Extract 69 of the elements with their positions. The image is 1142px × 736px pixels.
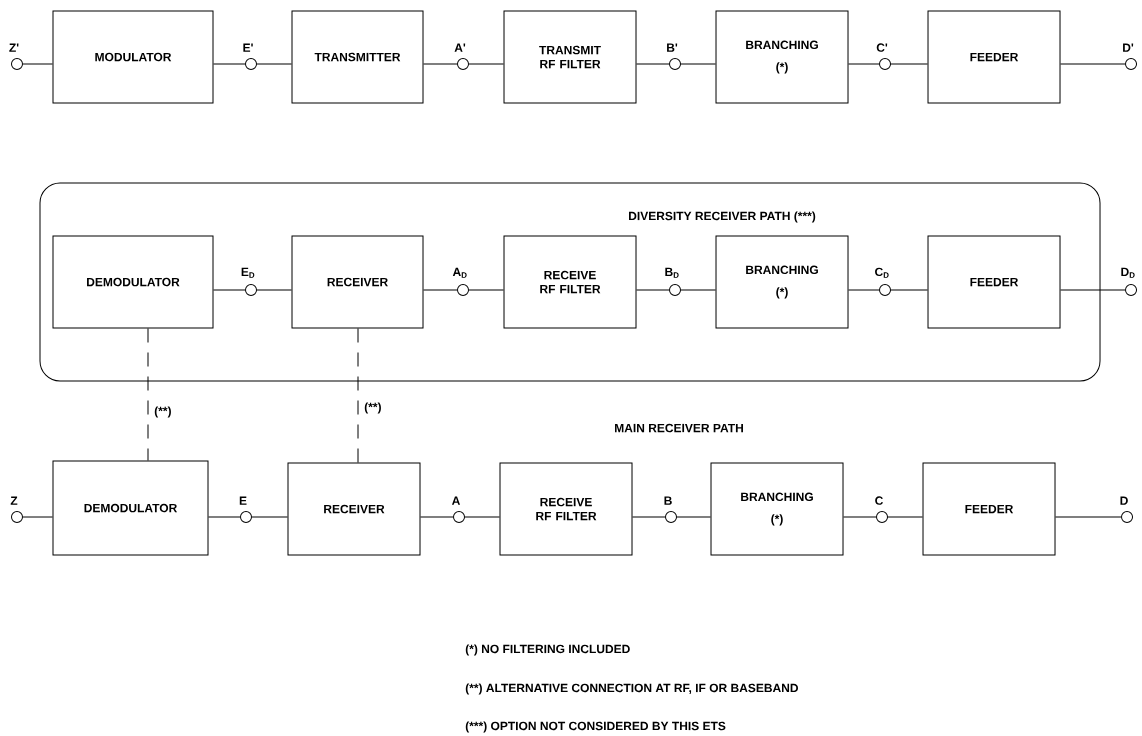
- terminal-label: C': [876, 43, 888, 52]
- block-box: TRANSMIT RF FILTER: [503, 10, 637, 104]
- block-box: RECEIVER: [287, 462, 421, 556]
- terminal-label: D: [1120, 496, 1128, 505]
- connector-line: [680, 63, 716, 65]
- block-box: RECEIVE RF FILTER: [499, 462, 633, 556]
- terminal-label: A': [454, 43, 466, 52]
- connector-line: [632, 516, 666, 518]
- terminal-label: A: [451, 496, 460, 505]
- connector-line: [256, 63, 292, 65]
- terminal-label: B': [667, 43, 678, 52]
- block-box: FEEDER: [927, 10, 1061, 104]
- block-box: RECEIVER: [291, 235, 424, 329]
- block-box: BRANCHING (*): [710, 462, 844, 556]
- footnote: (*) NO FILTERING INCLUDED: [465, 644, 630, 656]
- connector-line: [251, 516, 288, 518]
- terminal-label: B$_{D}$: [665, 267, 679, 278]
- connector-line: [464, 516, 500, 518]
- terminal-label: E: [239, 496, 247, 505]
- terminal-label: C$_{D}$: [875, 267, 889, 278]
- connector-line: [680, 289, 716, 291]
- connector-line: [848, 63, 880, 65]
- dashed-line: [147, 328, 149, 461]
- connector-line: [468, 289, 504, 291]
- connector-line: [22, 63, 53, 65]
- connector-line: [890, 289, 928, 291]
- path-title: MAIN RECEIVER PATH: [615, 423, 743, 433]
- connector-line: [1060, 289, 1126, 291]
- footnote: (**) ALTERNATIVE CONNECTION AT RF, IF OR BASEBAND: [465, 683, 798, 695]
- connector-line: [848, 289, 880, 291]
- block-box: MODULATOR: [52, 10, 214, 104]
- connector-line: [887, 516, 923, 518]
- connector-line: [213, 289, 246, 291]
- connector-line: [1060, 63, 1126, 65]
- block-box: DEMODULATOR: [52, 235, 214, 329]
- connector-line: [213, 63, 246, 65]
- connector-line: [256, 289, 292, 291]
- edge-label: (**): [153, 405, 173, 419]
- edge-label: (**): [363, 401, 383, 415]
- terminal-label: E$_{D}$: [241, 267, 255, 278]
- block-box: RECEIVE RF FILTER: [503, 235, 637, 329]
- block-box: BRANCHING (*): [715, 235, 849, 329]
- connector-line: [890, 63, 928, 65]
- dashed-line: [357, 328, 359, 463]
- footnote: (***) OPTION NOT CONSIDERED BY THIS ETS: [465, 721, 726, 733]
- connector-line: [676, 516, 711, 518]
- connector-line: [843, 516, 877, 518]
- terminal-label: Z': [9, 43, 19, 52]
- block-box: FEEDER: [927, 235, 1061, 329]
- block-box: TRANSMITTER: [291, 10, 424, 104]
- connector-line: [636, 63, 670, 65]
- terminal-label: D$_{D}$: [1121, 267, 1135, 278]
- connector-line: [208, 516, 241, 518]
- terminal-label: E': [243, 43, 253, 52]
- terminal-label: Z: [10, 496, 18, 505]
- terminal-label: B: [664, 496, 672, 505]
- connector-line: [423, 63, 458, 65]
- terminal-label: C: [875, 496, 883, 505]
- block-box: DEMODULATOR: [52, 460, 209, 556]
- connector-line: [636, 289, 670, 291]
- connector-line: [1055, 516, 1122, 518]
- terminal-label: D': [1123, 43, 1134, 52]
- connector-line: [468, 63, 504, 65]
- connector-line: [420, 516, 454, 518]
- terminal-label: A$_{D}$: [452, 267, 467, 278]
- block-box: FEEDER: [922, 462, 1056, 556]
- connector-line: [423, 289, 458, 291]
- connector-line: [22, 516, 53, 518]
- block-box: BRANCHING (*): [715, 10, 849, 104]
